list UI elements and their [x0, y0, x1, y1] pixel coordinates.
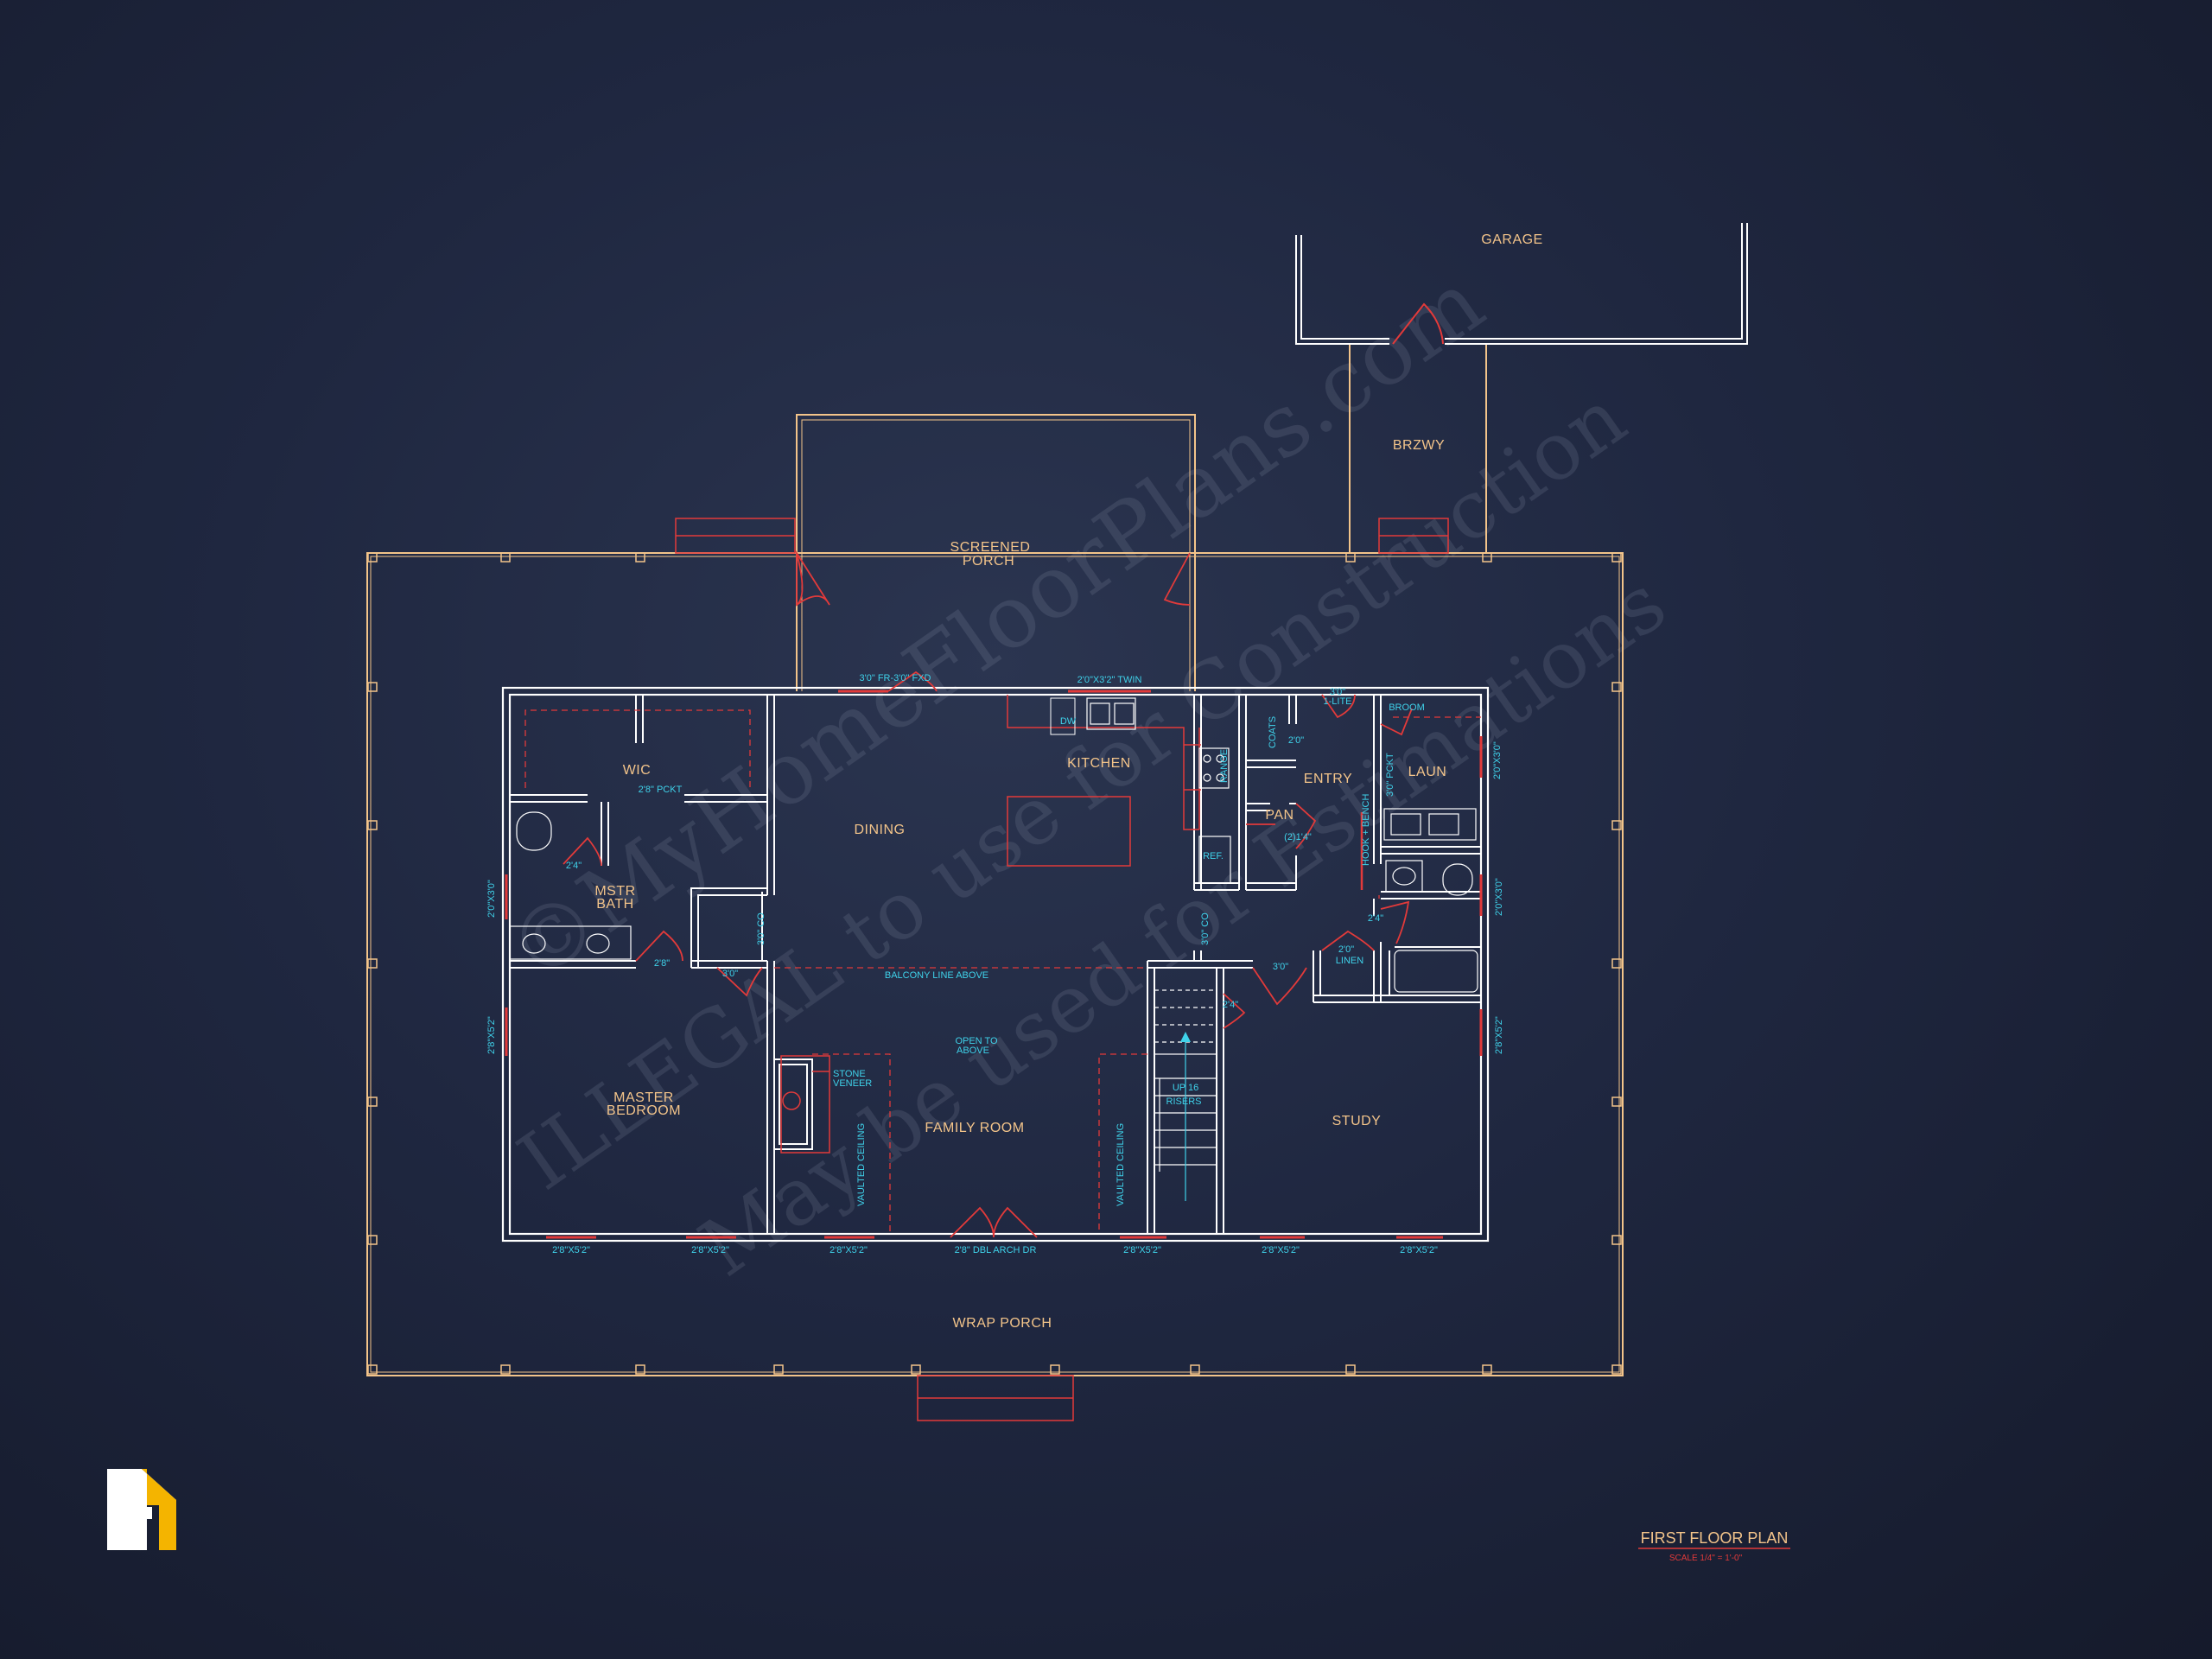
- label-french-fixed-door: 3'0" FR-3'0" FXD: [860, 673, 931, 683]
- label-bottom-window-2: 2'8"X5'2": [691, 1245, 729, 1255]
- label-study-side-window: 2'8"X5'2": [1494, 1016, 1504, 1054]
- label-cased-opening-left: 3'0" CO: [756, 912, 766, 945]
- room-master-bath-line-1: MSTR: [594, 884, 635, 899]
- label-stone-veneer-2: VENEER: [833, 1078, 872, 1089]
- room-screened-porch-line-1: SCREENED: [950, 540, 1031, 555]
- label-bottom-window-3: 2'8"X5'2": [830, 1245, 868, 1255]
- label-one-lite-door-2: 1-LITE: [1323, 696, 1351, 707]
- room-study: STUDY: [1332, 1114, 1382, 1128]
- label-bottom-window-6: 2'8"X5'2": [1400, 1245, 1438, 1255]
- room-laundry: LAUN: [1408, 765, 1447, 779]
- title-block: FIRST FLOOR PLAN SCALE 1/4" = 1'-0": [1638, 1529, 1790, 1563]
- door-swings: [563, 550, 1413, 1238]
- plan-title: FIRST FLOOR PLAN: [1641, 1529, 1789, 1547]
- room-pantry: PAN: [1265, 808, 1294, 823]
- label-laundry-bath-window: 2'0"X3'0": [1494, 878, 1504, 916]
- label-laundry-pocket-door: 3'0" PCKT: [1385, 753, 1395, 797]
- label-bath-door-28: 2'8": [654, 958, 670, 969]
- label-pantry-size: (2)1'4": [1284, 832, 1312, 842]
- room-breezeway: BRZWY: [1393, 438, 1445, 453]
- room-wrap-porch: WRAP PORCH: [953, 1316, 1052, 1331]
- garage-walls: [1295, 223, 1748, 345]
- label-stair-door: 2'4": [1223, 1000, 1238, 1010]
- label-stair-up-2: RISERS: [1166, 1096, 1202, 1107]
- label-laundry-window: 2'0"X3'0": [1492, 741, 1503, 779]
- label-study-door: 3'0": [1273, 962, 1288, 972]
- label-laundry-bath-door: 2'4": [1368, 913, 1383, 924]
- room-master-bedroom-line-2: BEDROOM: [607, 1103, 681, 1118]
- label-bath-door: 2'4": [566, 861, 582, 871]
- label-range: RANGE: [1219, 749, 1230, 783]
- label-pantry-door: 2'0": [1288, 735, 1304, 746]
- label-bottom-window-5: 2'8"X5'2": [1262, 1245, 1300, 1255]
- label-master-side-window: 2'8"X5'2": [486, 1016, 497, 1054]
- label-twin-window: 2'0"X3'2" TWIN: [1077, 675, 1142, 685]
- room-screened-porch-line-2: PORCH: [963, 554, 1014, 569]
- window-openings: [505, 690, 1483, 1239]
- dashed-lines: [524, 709, 1481, 1234]
- label-wic-pocket-door: 2'8" PCKT: [639, 785, 683, 795]
- label-bottom-window-4: 2'8"X5'2": [1123, 1245, 1161, 1255]
- room-family-room: FAMILY ROOM: [925, 1121, 1024, 1135]
- label-vaulted-ceiling-left: VAULTED CEILING: [856, 1123, 867, 1206]
- range-fridge: [1198, 747, 1231, 884]
- room-dining: DINING: [855, 823, 906, 837]
- label-linen-size: 2'0": [1338, 944, 1354, 955]
- label-linen: LINEN: [1336, 956, 1363, 966]
- label-vaulted-ceiling-right: VAULTED CEILING: [1116, 1123, 1126, 1206]
- room-wic: WIC: [623, 763, 652, 778]
- label-balcony-line: BALCONY LINE ABOVE: [885, 970, 988, 981]
- label-hook-bench: HOOK + BENCH: [1361, 794, 1371, 866]
- room-entry: ENTRY: [1304, 772, 1352, 786]
- label-bath-door-30: 3'0": [722, 969, 738, 979]
- staircase: [1154, 967, 1217, 1201]
- label-refrigerator: REF.: [1203, 851, 1224, 861]
- watermark: ©MyHomeFloorPlans.com ILLEGAL to use for…: [490, 251, 1682, 1294]
- label-bath-window: 2'0"X3'0": [486, 880, 497, 918]
- label-one-lite-door-1: 3'0": [1330, 687, 1345, 697]
- exterior-walls: [501, 686, 1490, 1243]
- dimension-labels: 3'0" FR-3'0" FXD 2'0"X3'2" TWIN DW RANGE…: [486, 673, 1504, 1255]
- label-broom: BROOM: [1389, 702, 1425, 713]
- interior-walls: [510, 695, 1481, 1234]
- label-coats: COATS: [1268, 716, 1278, 748]
- fireplace: [773, 1058, 813, 1150]
- label-dishwasher: DW: [1060, 716, 1077, 727]
- label-stair-up-1: UP 16: [1173, 1083, 1198, 1093]
- bath-fixtures: [509, 808, 1478, 993]
- room-labels: GARAGE BRZWY SCREENED PORCH WIC KITCHEN …: [594, 232, 1542, 1331]
- room-master-bath-line-2: BATH: [596, 897, 633, 912]
- plan-scale: SCALE 1/4" = 1'-0": [1669, 1554, 1743, 1563]
- room-kitchen: KITCHEN: [1067, 756, 1131, 771]
- label-open-to-above-1: OPEN TO: [955, 1036, 998, 1046]
- porch-steps: [675, 518, 1449, 1421]
- kitchen-sink: [1086, 697, 1136, 730]
- label-cased-opening-right: 3'0" CO: [1200, 912, 1211, 945]
- room-garage: GARAGE: [1481, 232, 1542, 247]
- label-open-to-above-2: ABOVE: [957, 1046, 989, 1056]
- garage-door-swing: [1392, 302, 1444, 345]
- fireplace-hearth: [780, 1055, 830, 1154]
- room-master-bedroom-line-1: MASTER: [613, 1090, 674, 1105]
- label-stone-veneer-1: STONE: [833, 1069, 866, 1079]
- label-bottom-window-1: 2'8"X5'2": [552, 1245, 590, 1255]
- logo-mark: [107, 1469, 176, 1550]
- label-double-arch-door: 2'8" DBL ARCH DR: [955, 1245, 1037, 1255]
